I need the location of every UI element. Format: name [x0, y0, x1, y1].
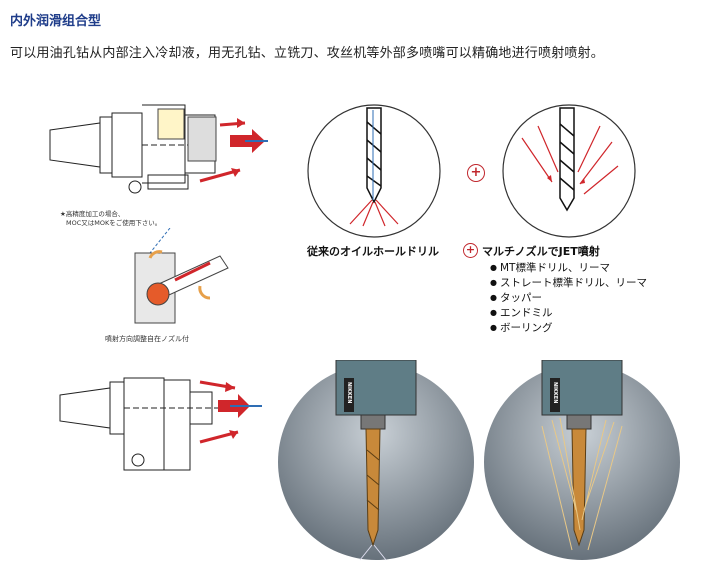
note-line-2: MOC又はMOKをご使用下さい。: [66, 219, 162, 227]
brand-label: NIKKEN: [346, 382, 352, 404]
plus-icon-small: +: [463, 243, 478, 258]
feature-item: ストレート標準ドリル、リーマ: [490, 276, 647, 291]
brand-label: NIKKEN: [552, 382, 558, 404]
caption-conventional: 従来のオイルホールドリル: [307, 245, 439, 258]
caption-multi-nozzle: マルチノズルでJET噴射: [482, 245, 600, 258]
feature-item: MT標準ドリル、リーマ: [490, 261, 647, 276]
description-text: 可以用油孔钻从内部注入冷却液，用无孔钻、立铣刀、攻丝机等外部多喷嘴可以精确地进行…: [10, 46, 605, 61]
photo-conventional: [278, 360, 474, 561]
conventional-drill-circle: [307, 104, 441, 238]
feature-item: タッパー: [490, 291, 647, 306]
photo-multi-nozzle: [484, 360, 680, 560]
nozzle-caption: 噴射方向調整自在ノズル付: [105, 335, 189, 343]
feature-item: エンドミル: [490, 306, 647, 321]
feature-item: ボーリング: [490, 321, 647, 336]
page-title: 内外润滑组合型: [10, 14, 102, 29]
lower-holder-diagram: [59, 377, 262, 471]
upper-holder-diagram: [49, 104, 268, 194]
note-line-1: ★高精度加工の場合、: [60, 210, 125, 218]
nozzle-detail-diagram: [134, 228, 229, 324]
feature-list: MT標準ドリル、リーマ ストレート標準ドリル、リーマ タッパー エンドミル ボー…: [490, 261, 647, 336]
multi-nozzle-circle: [502, 104, 636, 238]
plus-icon: +: [467, 164, 485, 182]
